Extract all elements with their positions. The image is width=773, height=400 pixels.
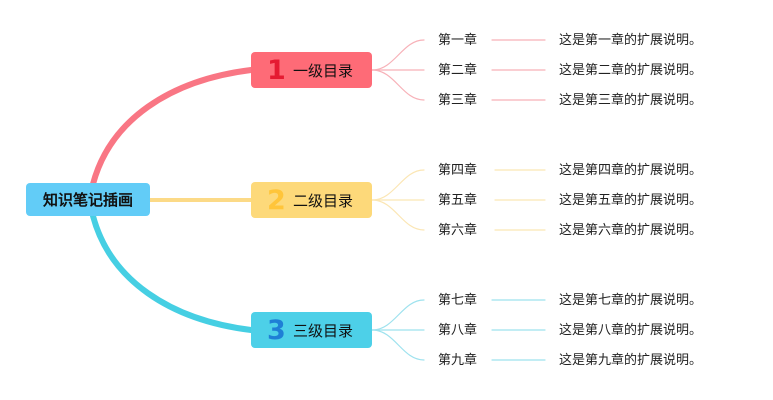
- chapter-description-1[interactable]: 这是第一章的扩展说明。: [559, 33, 703, 48]
- chapter-topic-5[interactable]: 第五章: [438, 193, 478, 208]
- branch-topic-level-2[interactable]: 2 二级目录: [251, 182, 372, 218]
- branch-topic-label: 二级目录: [293, 191, 354, 210]
- chapter-description-7[interactable]: 这是第七章的扩展说明。: [559, 293, 703, 308]
- chapter-topic-7[interactable]: 第七章: [438, 293, 478, 308]
- chapter-topic-1[interactable]: 第一章: [438, 33, 478, 48]
- chapter-connector: [371, 199, 425, 231]
- chapter-description-8[interactable]: 这是第八章的扩展说明。: [559, 323, 703, 338]
- chapter-connector: [371, 39, 425, 71]
- branch-topic-level-1[interactable]: 1 一级目录: [251, 52, 372, 88]
- chapter-description-4[interactable]: 这是第四章的扩展说明。: [559, 163, 703, 178]
- branch-topic-label: 三级目录: [293, 321, 354, 340]
- chapter-topic-8[interactable]: 第八章: [438, 323, 478, 338]
- chapter-connector: [371, 329, 425, 361]
- chapter-connector: [371, 69, 425, 101]
- chapter-connector: [371, 169, 425, 201]
- chapter-description-2[interactable]: 这是第二章的扩展说明。: [559, 63, 703, 78]
- chapter-topic-4[interactable]: 第四章: [438, 163, 478, 178]
- chapter-topic-3[interactable]: 第三章: [438, 93, 478, 108]
- number-two-icon: 2: [267, 184, 286, 216]
- branch-connector: [90, 213, 254, 333]
- chapter-topic-6[interactable]: 第六章: [438, 223, 478, 238]
- chapter-description-5[interactable]: 这是第五章的扩展说明。: [559, 193, 703, 208]
- chapter-description-9[interactable]: 这是第九章的扩展说明。: [559, 353, 703, 368]
- branch-topic-label: 一级目录: [293, 61, 354, 80]
- chapter-topic-9[interactable]: 第九章: [438, 353, 478, 368]
- root-topic[interactable]: 知识笔记插画: [26, 183, 150, 216]
- number-three-icon: 3: [267, 314, 286, 346]
- root-topic-label: 知识笔记插画: [42, 191, 133, 209]
- chapter-connector: [371, 299, 425, 331]
- number-one-icon: 1: [267, 54, 286, 86]
- chapter-description-3[interactable]: 这是第三章的扩展说明。: [559, 93, 703, 108]
- chapter-description-6[interactable]: 这是第六章的扩展说明。: [559, 223, 703, 238]
- branch-topic-level-3[interactable]: 3 三级目录: [251, 312, 372, 348]
- branch-connector: [90, 67, 254, 187]
- chapter-topic-2[interactable]: 第二章: [438, 63, 478, 78]
